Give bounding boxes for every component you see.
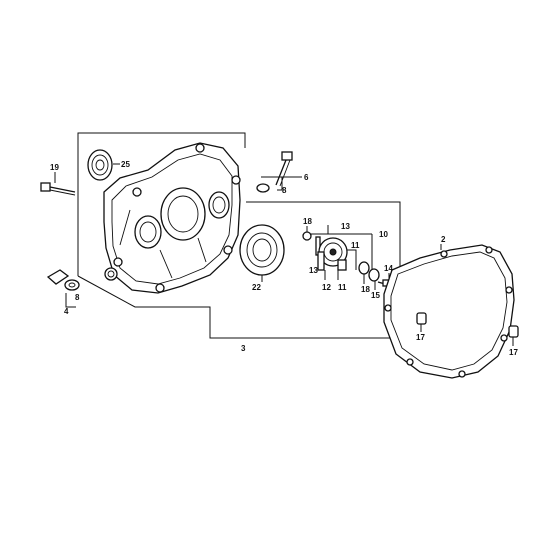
bearing-22 (239, 224, 285, 276)
oil-filler-cap-6 (256, 151, 293, 193)
callout-10: 10 (379, 230, 388, 239)
callout-17-right: 17 (509, 348, 518, 357)
callout-2: 2 (441, 235, 446, 244)
bolt-19 (40, 182, 76, 196)
callout-22: 22 (252, 283, 261, 292)
oil-seal-25 (87, 149, 113, 181)
callout-8-oil-cap: 8 (282, 186, 287, 195)
callout-3: 3 (241, 344, 246, 353)
callout-13-lower: 13 (309, 266, 318, 275)
governor-assembly-10 (302, 231, 393, 287)
dowel-pin-17a (416, 312, 427, 325)
callout-labels: 19 25 6 8 18 13 10 13 11 2 14 12 11 18 1… (50, 160, 518, 357)
crankcase-cover (103, 142, 241, 294)
leader-lines (54, 163, 514, 346)
callout-19: 19 (50, 163, 59, 172)
callout-25: 25 (121, 160, 130, 169)
callout-11-upper: 11 (351, 241, 360, 250)
callout-8-drain: 8 (75, 293, 80, 302)
callout-17-left: 17 (416, 333, 425, 342)
callout-6: 6 (304, 173, 309, 182)
callout-4: 4 (64, 307, 69, 316)
callout-11-lower: 11 (338, 283, 347, 292)
callout-15: 15 (371, 291, 380, 300)
callout-18-governor: 18 (303, 217, 312, 226)
callout-18-lower: 18 (361, 285, 370, 294)
drain-plug-4 (46, 269, 80, 291)
callout-14: 14 (384, 264, 393, 273)
dowel-pin-17b (508, 325, 519, 338)
gasket-2 (383, 244, 515, 379)
callout-12: 12 (322, 283, 331, 292)
callout-13-upper: 13 (341, 222, 350, 231)
